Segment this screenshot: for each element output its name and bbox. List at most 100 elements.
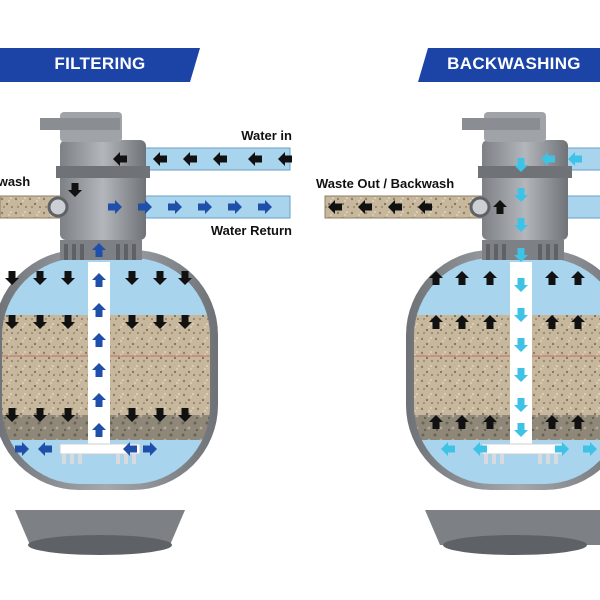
flow-arrow [429,271,443,285]
flow-arrow [278,152,292,166]
flow-arrow [92,333,106,347]
flow-arrow [568,152,582,166]
flow-arrow [514,338,528,352]
flow-arrow [61,408,75,422]
flow-arrow [183,152,197,166]
flow-arrow [248,152,262,166]
flow-arrow [545,415,559,429]
flow-arrow [358,200,372,214]
flow-arrow [92,303,106,317]
flow-arrow [571,415,585,429]
flow-arrow [583,442,597,456]
flow-arrow [178,315,192,329]
flow-arrow [493,200,507,214]
tank-base [425,510,600,545]
flow-arrow [541,152,555,166]
flow-arrow [92,423,106,437]
filtering-banner-title: FILTERING [54,54,145,73]
valve-handle[interactable] [462,118,540,130]
flow-arrow [514,188,528,202]
multiport-valve [60,140,146,240]
laterals [59,443,141,455]
flow-arrow [113,152,127,166]
filtering-banner [0,48,200,82]
backwashing-banner [418,48,600,82]
label-water-in: Water in [241,128,292,143]
flow-arrow [228,200,242,214]
flow-arrow [388,200,402,214]
flow-arrow [455,315,469,329]
flow-arrow [92,243,106,257]
tank-base [15,510,185,545]
flow-arrow [473,442,487,456]
flow-arrow [258,200,272,214]
waste-pipe [324,195,486,219]
flow-arrow [178,408,192,422]
flow-arrow [61,315,75,329]
flow-arrow [545,271,559,285]
flow-arrow [514,308,528,322]
flow-arrow [571,315,585,329]
flow-arrow [178,271,192,285]
flow-arrow [483,415,497,429]
flow-arrow [514,248,528,262]
filtering-panel: FILTERING [0,48,292,555]
flow-arrow [5,315,19,329]
flow-arrow [514,158,528,172]
flow-arrow [153,271,167,285]
flow-arrow [455,271,469,285]
flow-arrow [455,415,469,429]
flow-arrow [153,315,167,329]
flow-arrow [514,398,528,412]
flow-arrow [429,415,443,429]
label-waste-out: Waste Out / Backwash [0,174,30,189]
flow-arrow [33,271,47,285]
flow-arrow [545,315,559,329]
label-water-return: Water Return [211,223,292,238]
flow-arrow [125,408,139,422]
flow-arrow [33,408,47,422]
valve-handle[interactable] [40,118,120,130]
flow-arrow [418,200,432,214]
sand-layer [414,315,600,415]
flow-arrow [125,271,139,285]
multiport-valve [482,140,568,240]
flow-arrow [92,273,106,287]
flow-arrow [138,200,152,214]
standpipe [510,262,532,450]
tank-base-foot [28,535,172,555]
flow-arrow [483,315,497,329]
flow-arrow [328,200,342,214]
flow-arrow [5,408,19,422]
flow-arrow [5,271,19,285]
filtering-flow-arrows [5,152,292,456]
flow-arrow [15,442,29,456]
flow-arrow [555,442,569,456]
flow-arrow [514,368,528,382]
flow-arrow [33,315,47,329]
flow-arrow [68,183,82,197]
flow-arrow [514,423,528,437]
flow-arrow [514,218,528,232]
flow-arrow [38,442,52,456]
pressure-port [47,196,69,218]
backwashing-panel: BACKWASHING [316,48,600,555]
flow-arrow [429,315,443,329]
flow-arrow [125,315,139,329]
standpipe [88,262,110,450]
flow-arrow [213,152,227,166]
flow-arrow [168,200,182,214]
pressure-port [469,196,491,218]
flow-arrow [92,393,106,407]
lateral-fingers [484,454,558,464]
flow-arrow [514,278,528,292]
flow-arrow [108,200,122,214]
label-waste-out: Waste Out / Backwash [316,176,454,191]
gravel-layer [414,415,600,440]
backwashing-flow-arrows [328,152,597,456]
laterals [481,443,563,455]
flow-arrow [153,408,167,422]
tank-interior [414,258,600,484]
flow-arrow [441,442,455,456]
